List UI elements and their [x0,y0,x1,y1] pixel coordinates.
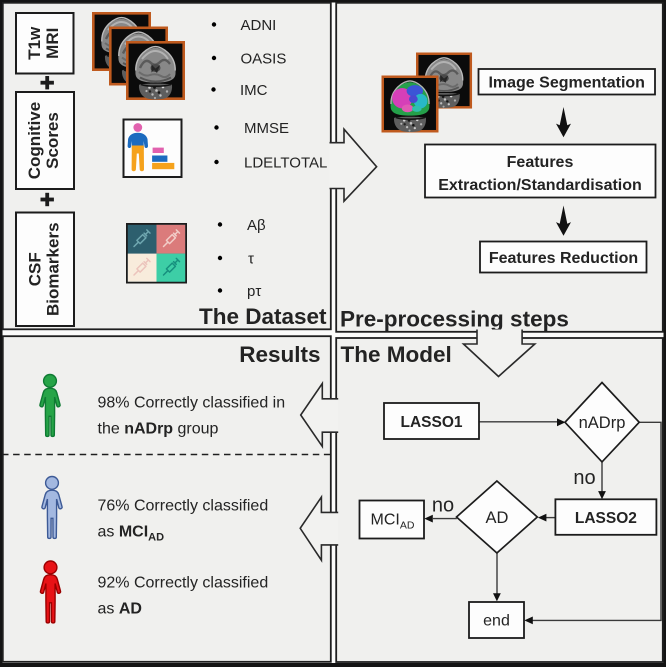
svg-text:LASSO1: LASSO1 [400,414,462,431]
svg-text:92% Correctly classified: 92% Correctly classified [98,575,269,592]
svg-text:LASSO2: LASSO2 [575,510,637,527]
svg-text:end: end [483,613,510,630]
svg-text:76% Correctly classified: 76% Correctly classified [98,498,269,515]
svg-text:Extraction/Standardisation: Extraction/Standardisation [438,177,642,194]
svg-text:OASIS: OASIS [241,51,287,68]
svg-text:no: no [432,495,454,517]
svg-text:τ: τ [248,251,254,268]
svg-text:as MCIAD: as MCIAD [98,524,165,544]
svg-text:CognitiveScores: CognitiveScores [25,102,62,179]
svg-text:AD: AD [485,509,508,527]
svg-text:ADNI: ADNI [241,17,277,34]
svg-text:IMC: IMC [240,82,268,99]
svg-text:pτ: pτ [247,283,261,300]
svg-text:as AD: as AD [98,601,142,618]
svg-text:Image Segmentation: Image Segmentation [488,75,644,92]
svg-text:CSFBiomarkers: CSFBiomarkers [25,222,62,316]
svg-text:nADrp: nADrp [579,414,626,432]
svg-text:Aβ: Aβ [247,217,266,234]
svg-text:The Dataset: The Dataset [199,304,327,329]
svg-text:The Model: The Model [341,342,452,367]
svg-text:Features: Features [507,154,574,171]
svg-text:T1wMRI: T1wMRI [25,26,62,60]
svg-text:the nADrp group: the nADrp group [98,421,219,438]
svg-text:MMSE: MMSE [244,120,289,137]
svg-text:98% Correctly classified in: 98% Correctly classified in [98,395,286,412]
svg-text:Pre-processing steps: Pre-processing steps [340,307,569,332]
svg-text:Results: Results [239,342,320,367]
svg-text:Features Reduction: Features Reduction [489,250,638,267]
svg-text:LDELTOTAL: LDELTOTAL [244,155,327,172]
svg-text:no: no [573,467,595,489]
